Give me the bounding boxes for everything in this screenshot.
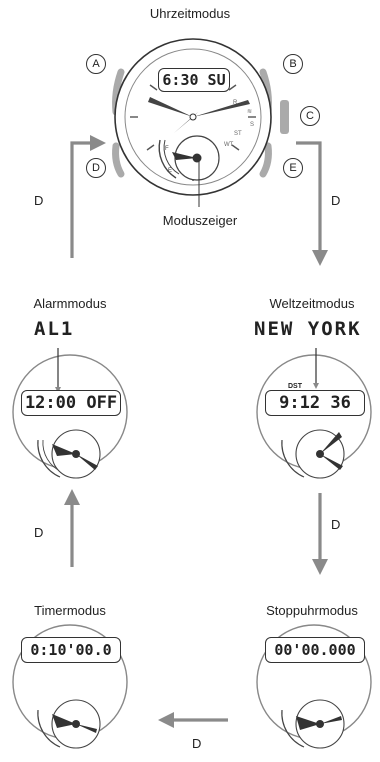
mode-watches bbox=[12, 348, 372, 749]
stopwatch-lcd-display: 00'00.000 bbox=[265, 637, 365, 663]
arrow-label-d-left-top: D bbox=[34, 193, 44, 208]
side-button-c bbox=[280, 100, 289, 134]
svg-text:WT: WT bbox=[224, 142, 234, 148]
world-lcd-display: 9:12 36 bbox=[265, 390, 365, 416]
alarm-subdial bbox=[37, 429, 101, 479]
button-e-badge: E bbox=[283, 158, 303, 178]
world-title-display: NEW YORK bbox=[254, 318, 362, 340]
arrow-label-d-right-mid: D bbox=[331, 517, 341, 532]
side-button-e bbox=[259, 142, 272, 178]
flow-arrows bbox=[64, 135, 328, 728]
button-a-badge: A bbox=[86, 54, 106, 74]
timekeeping-mode-label: Uhrzeitmodus bbox=[149, 6, 231, 21]
mode-hand-label: Moduszeiger bbox=[162, 213, 238, 228]
svg-text:ST: ST bbox=[234, 131, 242, 137]
alarm-title-display: AL1 bbox=[34, 318, 75, 340]
svg-text:F: F bbox=[165, 146, 169, 152]
button-d-badge: D bbox=[86, 158, 106, 178]
button-b-badge: B bbox=[283, 54, 303, 74]
svg-text:S: S bbox=[250, 122, 254, 128]
alarm-mode-label: Alarmmodus bbox=[33, 296, 107, 311]
main-watch: R ≋ S ST WT F E bbox=[112, 38, 289, 207]
svg-text:E: E bbox=[168, 168, 172, 174]
arrow-label-d-left-mid: D bbox=[34, 525, 44, 540]
world-subdial bbox=[281, 429, 345, 479]
stopwatch-subdial bbox=[281, 699, 345, 749]
minute-hand bbox=[193, 100, 250, 117]
svg-text:R: R bbox=[233, 100, 238, 106]
stopwatch-mode-label: Stoppuhrmodus bbox=[266, 603, 358, 618]
hour-hand bbox=[148, 97, 193, 117]
mode-hand bbox=[172, 152, 197, 160]
timer-mode-label: Timermodus bbox=[34, 603, 106, 618]
timer-subdial bbox=[37, 699, 101, 749]
timer-lcd-display: 0:10'00.0 bbox=[21, 637, 121, 663]
dst-indicator: DST bbox=[288, 383, 302, 390]
button-c-badge: C bbox=[300, 106, 320, 126]
alarm-lcd-display: 12:00 OFF bbox=[21, 390, 121, 416]
world-time-mode-label: Weltzeitmodus bbox=[269, 296, 355, 311]
arrow-label-d-bottom: D bbox=[192, 736, 202, 751]
arrow-alarm-to-time bbox=[70, 135, 106, 258]
arrow-label-d-right-top: D bbox=[331, 193, 341, 208]
svg-text:≋: ≋ bbox=[247, 109, 252, 115]
side-button-d bbox=[112, 142, 125, 178]
main-lcd-display: 6:30 SU bbox=[158, 68, 230, 92]
arrow-time-to-world bbox=[296, 141, 328, 266]
